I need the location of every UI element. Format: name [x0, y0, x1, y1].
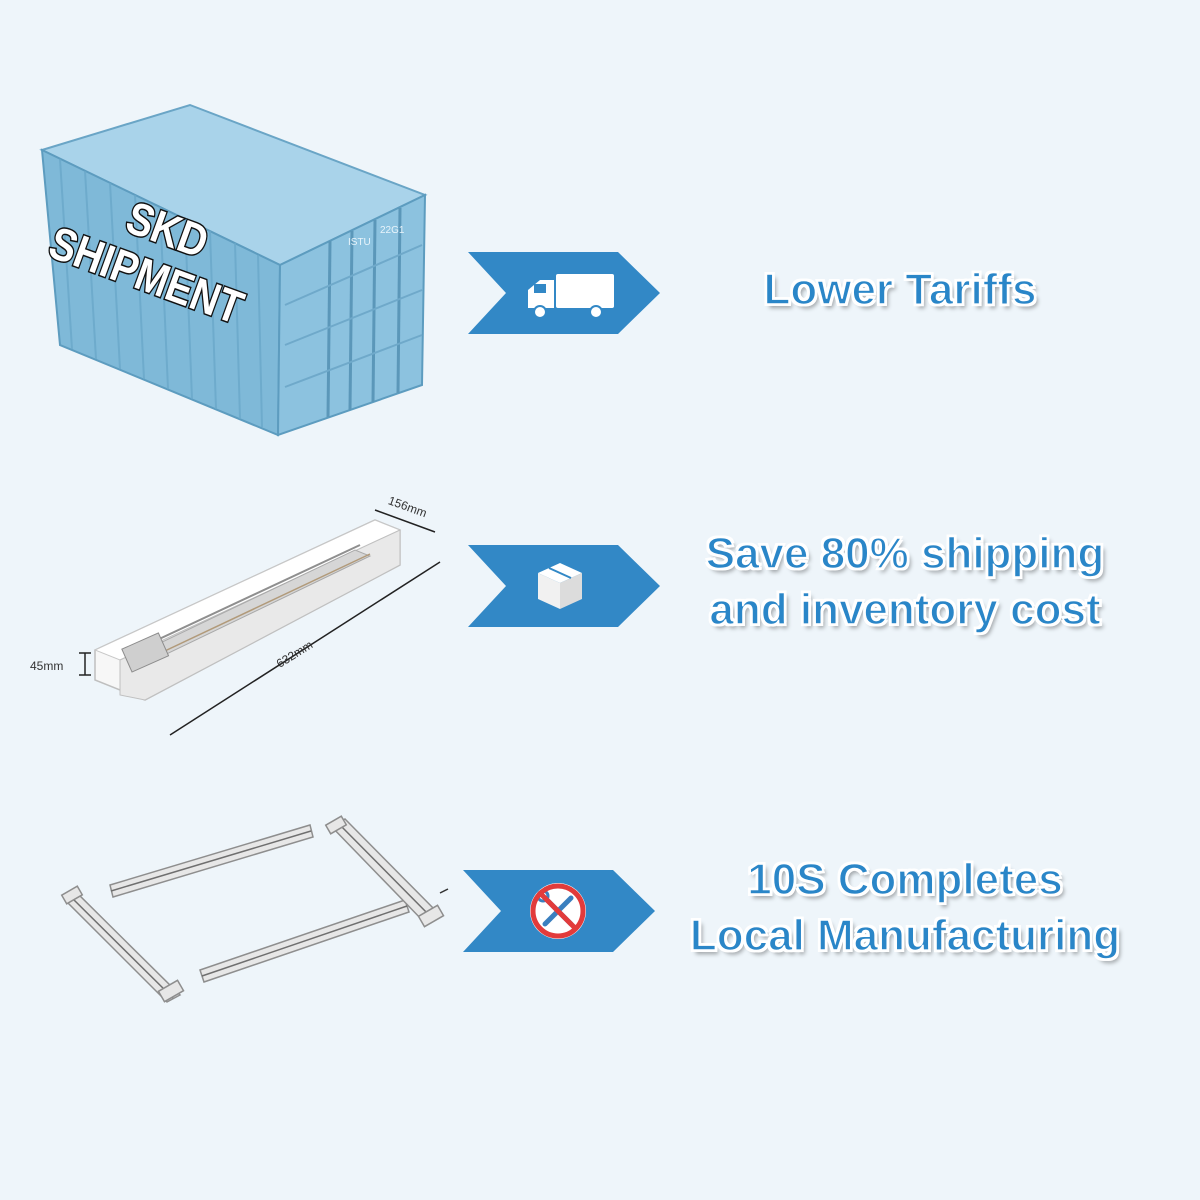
container-door-code-1: ISTU [348, 237, 371, 248]
headline-lower-tariffs: Lower Tariffs [700, 262, 1100, 318]
truck-icon [528, 274, 614, 319]
headline-line-2: and inventory cost [709, 584, 1102, 635]
arrow-banner-2 [468, 545, 660, 627]
dimension-height-label: 45mm [30, 659, 63, 673]
dimension-length-label: 632mm [274, 638, 315, 671]
headline-line-2: Local Manufacturing [689, 910, 1121, 961]
headline-local-manufacturing: 10S Completes Local Manufacturing [680, 852, 1130, 964]
shipping-container-image: ISTU 22G1 SKD SHIPMENT [39, 103, 428, 437]
no-tools-icon [530, 883, 586, 939]
arrow-banner-1 [468, 252, 660, 334]
product-dimension-image: 156mm 632mm 45mm [30, 493, 441, 736]
headline-line-1: Lower Tariffs [763, 264, 1038, 315]
arrow-banner-3 [463, 870, 655, 952]
container-door-code-2: 22G1 [380, 225, 405, 236]
frame-parts-image [60, 815, 449, 1003]
headline-line-1: 10S Completes [747, 854, 1064, 905]
box-icon [538, 563, 582, 609]
headline-line-1: Save 80% shipping [705, 528, 1105, 579]
headline-save-shipping: Save 80% shipping and inventory cost [690, 526, 1120, 638]
